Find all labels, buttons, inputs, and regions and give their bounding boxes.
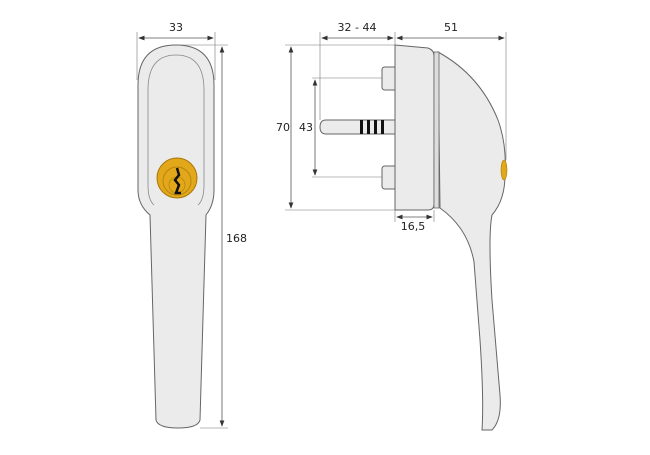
front-view: 33 168 bbox=[136, 21, 247, 429]
dimension-label-168: 168 bbox=[226, 232, 247, 245]
dimension-label-51: 51 bbox=[444, 21, 458, 34]
front-rosette-inner bbox=[147, 54, 205, 206]
screw-pin-bottom bbox=[381, 165, 396, 190]
side-cylinder-face bbox=[500, 159, 508, 181]
side-base-plate bbox=[394, 44, 435, 211]
dimension-label-33: 33 bbox=[169, 21, 183, 34]
dimension-label-spindle: 32 - 44 bbox=[338, 21, 377, 34]
front-handle-body bbox=[137, 44, 215, 429]
side-handle-lever bbox=[437, 51, 506, 431]
screw-pin-top bbox=[381, 66, 396, 91]
dimension-label-43: 43 bbox=[299, 121, 313, 134]
side-view: 32 - 44 51 70 43 16,5 bbox=[276, 21, 508, 431]
spindle-grip-stripes bbox=[360, 120, 384, 134]
dimension-label-70: 70 bbox=[276, 121, 290, 134]
side-plate-edge bbox=[433, 51, 440, 209]
key-cylinder-icon bbox=[156, 157, 198, 199]
dimension-label-16-5: 16,5 bbox=[401, 220, 426, 233]
